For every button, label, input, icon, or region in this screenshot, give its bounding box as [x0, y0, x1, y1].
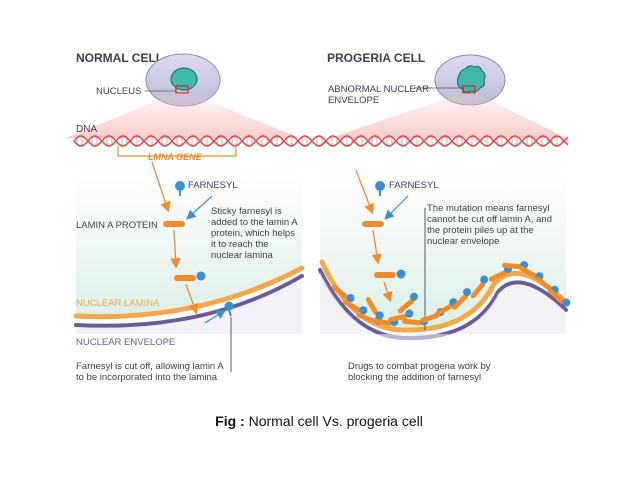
farnesyl-ball	[405, 309, 414, 318]
sticky-note-line5: nuclear lamina	[211, 250, 273, 261]
lamin-a-rod	[535, 276, 553, 292]
farnesylated-lamin-a	[397, 292, 418, 314]
sticky-note-line4: it to reach the	[211, 239, 269, 250]
piled-up-lamin-proteins	[331, 261, 571, 327]
lamin-a-rod	[402, 318, 422, 326]
mutation-note-line2: cannot be cut off lamin A, and	[427, 214, 552, 225]
mutation-note-line3: the protein piles up at the	[427, 225, 534, 236]
farnesyl-ball	[359, 306, 368, 315]
normal-nuclear-envelope	[74, 274, 304, 328]
farnesyl-molecule-left	[175, 181, 185, 191]
lamin-a-rod	[502, 262, 522, 270]
dna-double-helix	[73, 135, 569, 147]
caption-prefix: Fig :	[215, 413, 245, 429]
sticky-note-line1: Sticky farnesyl is	[211, 206, 282, 217]
sticky-note-line3: protein, which helps	[211, 228, 295, 239]
lamin-a-rod	[488, 270, 508, 282]
farnesyl-label-left: FARNESYL	[188, 180, 238, 191]
farnesylated-lamin-a	[547, 288, 571, 307]
figure-caption: Fig : Normal cell Vs. progeria cell	[0, 413, 638, 429]
farnesyl-ball	[463, 288, 472, 297]
normal-cytoplasm	[76, 170, 302, 319]
normal-cell-title: NORMAL CELL	[76, 51, 163, 65]
farnesylated-lamin-a	[452, 288, 472, 310]
farnesylated-lamin-a	[365, 297, 384, 320]
lamin-a-rod	[470, 281, 486, 299]
lamin-a-label: LAMIN A PROTEIN	[76, 220, 158, 231]
dna-strand-2	[73, 135, 569, 147]
progeria-zoom-beam	[330, 93, 566, 138]
progeria-farnesyl-arrow	[384, 195, 409, 220]
lamin-a-rod	[519, 265, 537, 279]
lamin-a-rod	[331, 284, 349, 300]
cutoff-arrow	[204, 309, 227, 324]
progeria-gene-arrow	[355, 169, 375, 215]
protein-down-arrow	[170, 229, 181, 269]
dna-strand-1	[73, 135, 569, 147]
farnesylated-lamin-a	[388, 309, 414, 323]
caption-text: Normal cell Vs. progeria cell	[244, 413, 423, 429]
dna-label: DNA	[76, 124, 97, 135]
lamin-a-rod	[452, 294, 468, 310]
progeria-lamin-farnesyl	[374, 272, 396, 278]
farnesyl-molecule-right	[375, 181, 385, 191]
progeria-nuclear-envelope	[318, 268, 568, 341]
farnesylated-lamin-a	[343, 299, 368, 315]
progeria-farnesyl-attached	[396, 269, 406, 279]
lamin-a-rod	[365, 297, 379, 315]
lamin-a-rod	[420, 312, 440, 324]
farnesyl-to-protein-arrow	[186, 195, 213, 220]
farnesyl-ball	[375, 311, 384, 320]
farnesyl-label-right: FARNESYL	[389, 180, 439, 191]
farnesyl-ball	[480, 275, 489, 284]
normal-nucleus	[170, 67, 198, 91]
lamin-a-rod	[397, 298, 415, 314]
lamin-farnesyl-protein	[174, 275, 196, 281]
drugs-note-line2: blocking the addition of farnesyl	[348, 372, 481, 383]
lamin-a-rod	[356, 312, 376, 324]
figure-diagram: NORMAL CELL NUCLEUS PROGERIA CELL ABNORM…	[66, 51, 571, 383]
abnormal-label-line1: ABNORMAL NUCLEAR	[328, 84, 429, 95]
farnesyl-cutoff-stem	[228, 309, 232, 317]
lamin-a-protein	[163, 221, 185, 227]
farnesylated-lamin-a	[470, 275, 489, 299]
farnesylated-lamin-a	[331, 284, 355, 303]
cutoff-note-line1: Farnesyl is cut off, allowing lamin A	[76, 361, 224, 372]
farnesyl-on-protein	[196, 271, 206, 281]
progeria-lamin-protein	[362, 221, 384, 227]
mutation-note-line1: The mutation means farnesyl	[427, 203, 550, 214]
farnesyl-ball	[409, 292, 418, 301]
progeria-protein-down-arrow	[371, 229, 382, 265]
lamin-a-rod	[435, 303, 453, 317]
progeria-cell-title: PROGERIA CELL	[327, 51, 425, 65]
nuclear-envelope-label: NUCLEAR ENVELOPE	[76, 337, 175, 348]
nuclear-lamina-label: NUCLEAR LAMINA	[76, 298, 160, 309]
farnesyl-ball	[562, 298, 571, 307]
abnormal-label-line2: ENVELOPE	[328, 95, 379, 106]
progeria-nucleoplasm	[320, 272, 566, 341]
drugs-note-line1: Drugs to combat progeria work by	[348, 361, 491, 372]
protein-to-lamina-arrow	[185, 283, 199, 315]
farnesyl-cutoff	[224, 301, 234, 311]
lamin-a-rod	[388, 313, 408, 323]
progeria-cytoplasm	[320, 170, 566, 329]
progeria-to-envelope-arrow	[382, 281, 393, 303]
cutoff-note-line2: to be incorporated into the lamina	[76, 372, 218, 383]
normal-zoom-beam	[66, 93, 300, 138]
normal-nucleoplasm	[76, 278, 302, 334]
lamin-a-rod	[343, 299, 361, 313]
farnesyl-ball	[346, 294, 355, 303]
nucleus-label: NUCLEUS	[96, 86, 141, 97]
lmna-gene-label: LMNA GENE	[148, 152, 203, 162]
lmna-gene-bracket	[117, 146, 237, 157]
mutation-note-line4: nuclear envelope	[427, 236, 499, 247]
gene-to-protein-arrow	[151, 161, 171, 213]
lamin-a-rod	[547, 288, 565, 304]
lamin-a-rod	[372, 318, 392, 326]
sticky-note-line2: added to the lamin A	[211, 217, 298, 228]
